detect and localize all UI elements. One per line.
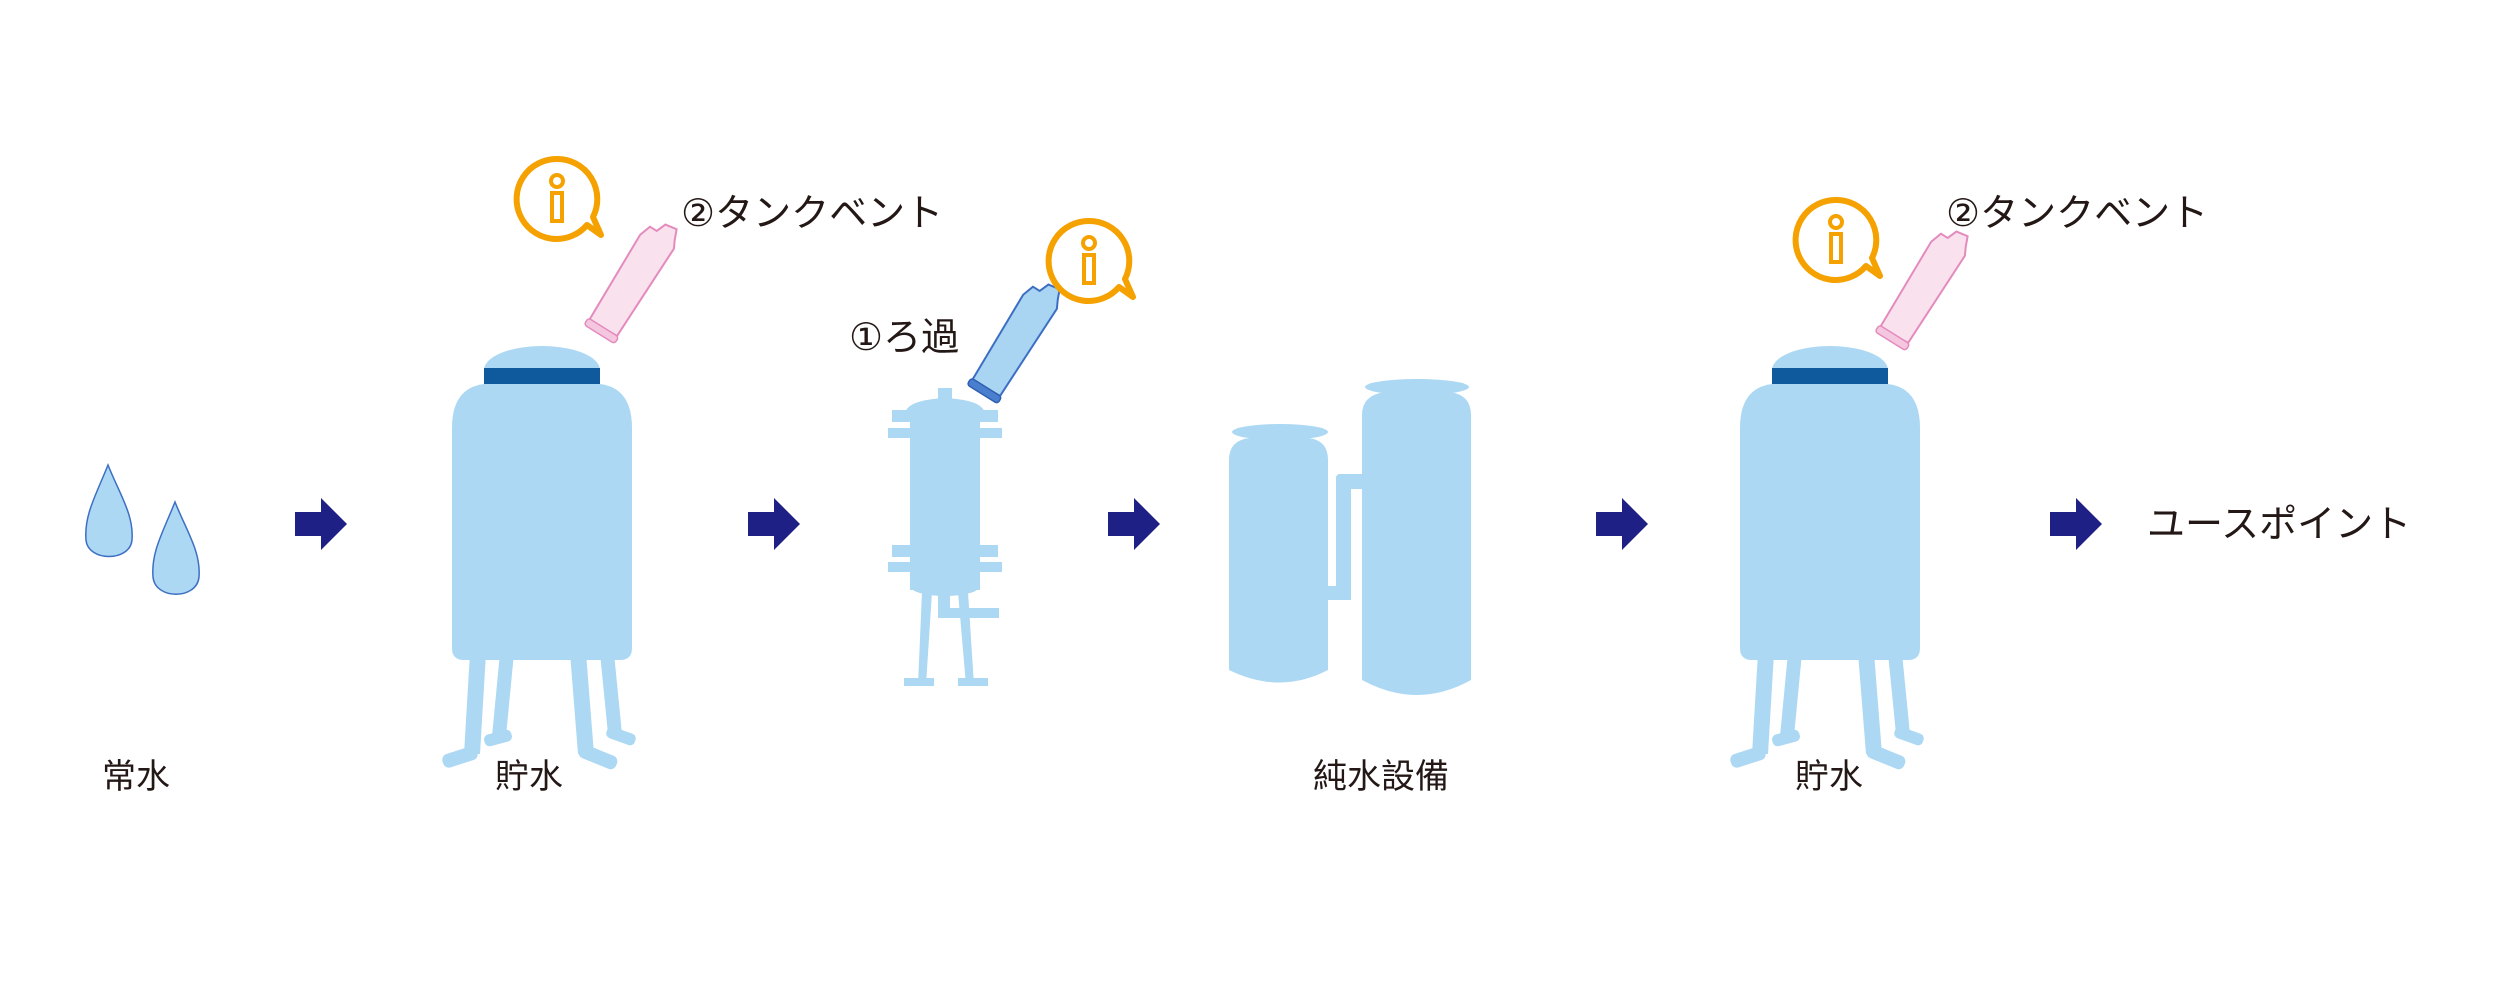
cartridge-icon — [1873, 220, 1976, 352]
stage-label-storage-2: 貯水 — [1795, 757, 1863, 797]
cartridge-icon — [965, 273, 1068, 405]
info-bubble-icon[interactable] — [1049, 221, 1133, 301]
stage-label-pure-water: 純水設備 — [1313, 757, 1449, 797]
callout-filtration: ①ろ過 — [849, 315, 959, 359]
tank-icon — [440, 346, 638, 771]
filter-housing-icon — [888, 388, 1002, 686]
stage-label-raw-water: 常水 — [102, 757, 170, 797]
water-drop-icon — [85, 462, 200, 595]
info-bubble-icon[interactable] — [1796, 200, 1880, 280]
pure-water-equipment-icon — [1229, 379, 1471, 695]
callout-tank-vent-2: ②タンクベント — [1946, 191, 2208, 235]
callout-tank-vent-1: ②タンクベント — [681, 191, 943, 235]
arrow-right-icon — [748, 498, 800, 550]
arrow-right-icon — [1108, 498, 1160, 550]
arrow-right-icon — [1596, 498, 1648, 550]
tank-icon — [1728, 346, 1926, 771]
arrow-right-icon — [295, 498, 347, 550]
arrow-right-icon — [2050, 498, 2102, 550]
info-bubble-icon[interactable] — [517, 159, 601, 239]
end-label-use-point: ユースポイント — [2147, 502, 2411, 546]
stage-label-storage-1: 貯水 — [495, 757, 563, 797]
